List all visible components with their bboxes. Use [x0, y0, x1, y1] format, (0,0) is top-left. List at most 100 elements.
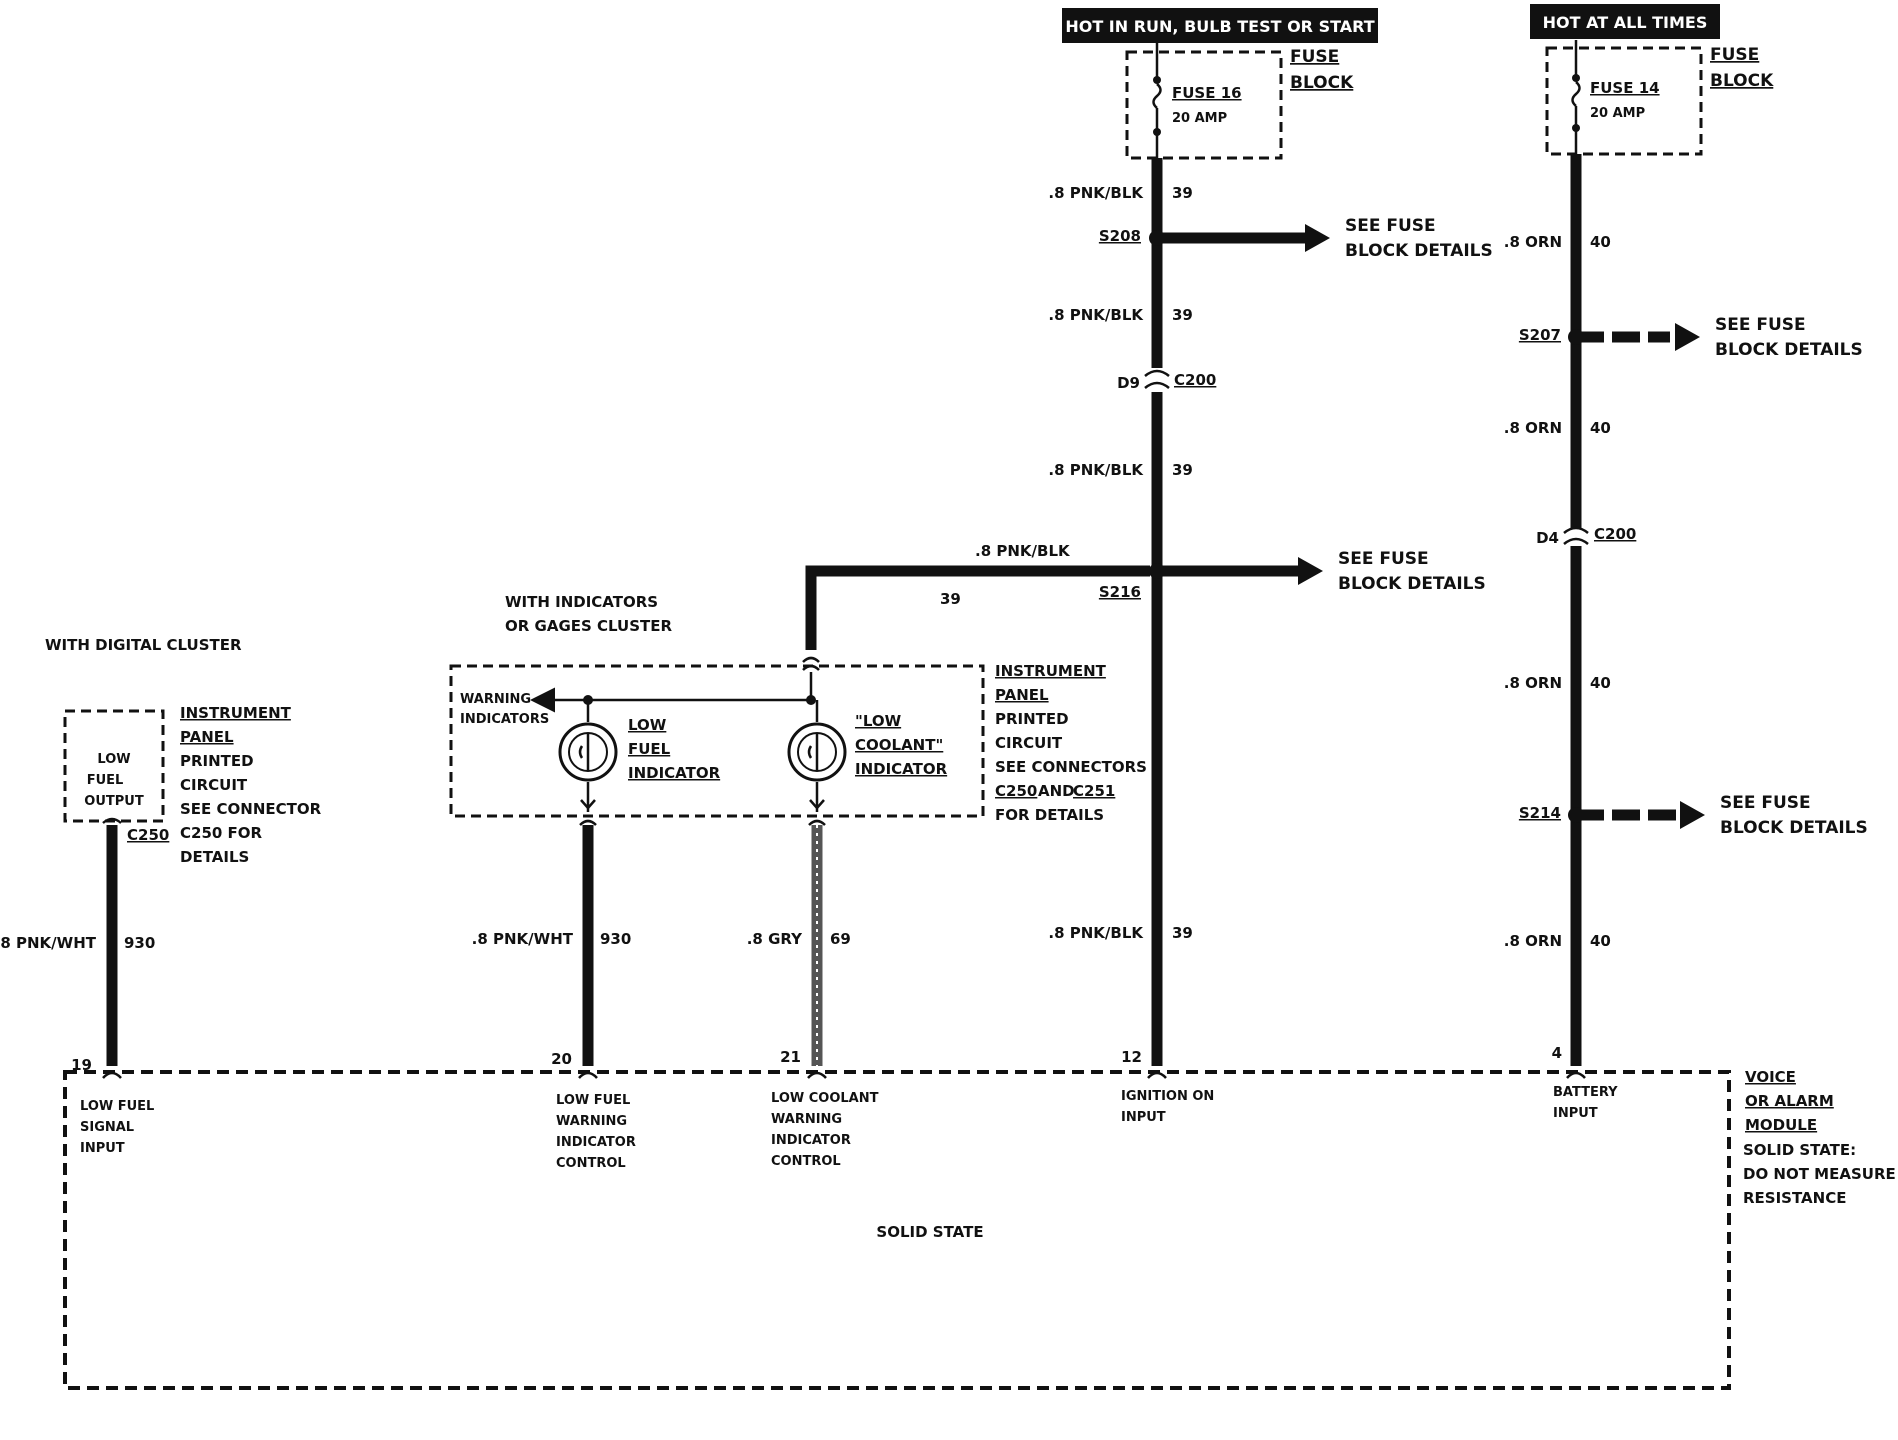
indicators-cluster-label-1: WITH INDICATORS	[505, 593, 658, 611]
svg-text:.8 GRY: .8 GRY	[747, 930, 803, 948]
svg-text:CIRCUIT: CIRCUIT	[180, 776, 248, 794]
svg-text:OUTPUT: OUTPUT	[84, 794, 144, 809]
svg-text:LOW: LOW	[628, 716, 667, 734]
ip-left-note: INSTRUMENT PANEL PRINTED CIRCUIT SEE CON…	[180, 704, 322, 866]
svg-text:40: 40	[1590, 419, 1611, 437]
svg-text:WARNING: WARNING	[460, 692, 531, 707]
svg-text:39: 39	[1172, 184, 1193, 202]
svg-text:OR ALARM: OR ALARM	[1745, 1092, 1834, 1110]
low-fuel-output-box: LOW FUEL OUTPUT	[63, 709, 165, 823]
digital-cluster-label: WITH DIGITAL CLUSTER	[45, 636, 242, 654]
svg-text:INDICATOR: INDICATOR	[556, 1135, 636, 1150]
svg-text:INDICATOR: INDICATOR	[628, 764, 721, 782]
svg-text:BLOCK DETAILS: BLOCK DETAILS	[1345, 241, 1493, 261]
svg-text:LOW: LOW	[97, 752, 130, 767]
pin-19: 19	[71, 1056, 92, 1074]
svg-text:.8 PNK/WHT: .8 PNK/WHT	[472, 930, 574, 948]
svg-text:HOT IN RUN, BULB TEST OR START: HOT IN RUN, BULB TEST OR START	[1065, 17, 1374, 36]
svg-text:BLOCK: BLOCK	[1290, 73, 1354, 93]
svg-text:39: 39	[1172, 306, 1193, 324]
banner-hot-run: HOT IN RUN, BULB TEST OR START	[1062, 8, 1378, 43]
svg-text:.8 PNK/BLK: .8 PNK/BLK	[1048, 461, 1144, 479]
svg-text:BLOCK DETAILS: BLOCK DETAILS	[1720, 818, 1868, 838]
pin-d9: D9	[1117, 374, 1140, 392]
splice-s216: S216	[1099, 583, 1141, 601]
svg-text:AND: AND	[1038, 782, 1075, 800]
svg-text:FOR DETAILS: FOR DETAILS	[995, 806, 1104, 824]
svg-text:"LOW: "LOW	[855, 712, 902, 730]
svg-text:.8 ORN: .8 ORN	[1504, 932, 1562, 950]
svg-text:RESISTANCE: RESISTANCE	[1743, 1189, 1846, 1207]
svg-text:FUEL: FUEL	[87, 773, 124, 788]
svg-text:INDICATOR: INDICATOR	[771, 1133, 851, 1148]
svg-text:HOT AT ALL TIMES: HOT AT ALL TIMES	[1543, 13, 1708, 32]
module-pin-labels: LOW FUEL SIGNAL INPUT LOW FUEL WARNING I…	[80, 1085, 1618, 1171]
svg-text:INPUT: INPUT	[80, 1141, 125, 1156]
svg-text:INPUT: INPUT	[1553, 1106, 1598, 1121]
svg-text:INDICATORS: INDICATORS	[460, 712, 549, 727]
pin-20: 20	[551, 1050, 572, 1068]
svg-text:PRINTED: PRINTED	[995, 710, 1069, 728]
svg-text:INSTRUMENT: INSTRUMENT	[180, 704, 292, 722]
fuse-14-block: FUSE 14 20 AMP FUSE BLOCK	[1545, 40, 1774, 156]
svg-text:CONTROL: CONTROL	[771, 1154, 841, 1169]
svg-text:SEE CONNECTOR: SEE CONNECTOR	[180, 800, 322, 818]
svg-text:COOLANT": COOLANT"	[855, 736, 943, 754]
fuse-16-block: FUSE 16 20 AMP FUSE BLOCK	[1125, 43, 1354, 160]
wire-circuit-39	[805, 158, 1330, 1066]
svg-text:39: 39	[1172, 924, 1193, 942]
pin-4: 4	[1552, 1044, 1562, 1062]
module-center-label: SOLID STATE	[876, 1223, 983, 1241]
svg-text:INSTRUMENT: INSTRUMENT	[995, 662, 1107, 680]
svg-text:930: 930	[600, 930, 631, 948]
svg-text:C250: C250	[995, 782, 1037, 800]
fuse-14-element-icon	[1571, 81, 1581, 107]
svg-text:SEE FUSE: SEE FUSE	[1715, 315, 1806, 335]
svg-text:39: 39	[940, 590, 961, 608]
svg-text:39: 39	[1172, 461, 1193, 479]
svg-text:PANEL: PANEL	[180, 728, 234, 746]
banner-hot-all-times: HOT AT ALL TIMES	[1530, 4, 1720, 39]
wire-69-coolant	[808, 819, 826, 1066]
pin-21: 21	[780, 1048, 801, 1066]
svg-text:LOW COOLANT: LOW COOLANT	[771, 1091, 879, 1106]
svg-text:SEE CONNECTORS: SEE CONNECTORS	[995, 758, 1147, 776]
svg-text:BLOCK DETAILS: BLOCK DETAILS	[1715, 340, 1863, 360]
c200-connector-d9	[1144, 369, 1170, 389]
module-title: VOICE OR ALARM MODULE SOLID STATE: DO NO…	[1743, 1068, 1896, 1207]
wire-circuit-40	[1568, 154, 1705, 1066]
svg-text:INPUT: INPUT	[1121, 1110, 1166, 1125]
svg-text:MODULE: MODULE	[1745, 1116, 1817, 1134]
svg-text:69: 69	[830, 930, 851, 948]
svg-text:FUSE: FUSE	[1290, 47, 1339, 67]
svg-text:IGNITION ON: IGNITION ON	[1121, 1089, 1214, 1104]
svg-text:CIRCUIT: CIRCUIT	[995, 734, 1063, 752]
svg-text:.8 ORN: .8 ORN	[1504, 674, 1562, 692]
svg-text:WARNING: WARNING	[556, 1114, 627, 1129]
svg-text:SEE FUSE: SEE FUSE	[1338, 549, 1429, 569]
svg-text:40: 40	[1590, 233, 1611, 251]
indicator-cluster-box: WARNING INDICATORS LOW FUEL INDICATOR "L…	[449, 656, 985, 818]
fuse-16-element-icon	[1152, 83, 1162, 109]
svg-text:PRINTED: PRINTED	[180, 752, 254, 770]
svg-text:DETAILS: DETAILS	[180, 848, 249, 866]
fuse-16-amp: 20 AMP	[1172, 111, 1227, 126]
svg-text:FUSE: FUSE	[1710, 45, 1759, 65]
svg-text:BATTERY: BATTERY	[1553, 1085, 1618, 1100]
voice-alarm-module	[63, 1070, 1731, 1390]
svg-text:40: 40	[1590, 932, 1611, 950]
svg-text:SOLID STATE:: SOLID STATE:	[1743, 1141, 1856, 1159]
indicators-cluster-label-2: OR GAGES CLUSTER	[505, 617, 673, 635]
svg-text:SIGNAL: SIGNAL	[80, 1120, 134, 1135]
ip-right-note: INSTRUMENT PANEL PRINTED CIRCUIT SEE CON…	[995, 662, 1147, 824]
svg-text:INDICATOR: INDICATOR	[855, 760, 948, 778]
svg-text:BLOCK DETAILS: BLOCK DETAILS	[1338, 574, 1486, 594]
svg-text:.8 PNK/BLK: .8 PNK/BLK	[975, 542, 1071, 560]
svg-text:.8 ORN: .8 ORN	[1504, 419, 1562, 437]
splice-s207: S207	[1519, 326, 1561, 344]
svg-text:C251: C251	[1073, 782, 1115, 800]
svg-text:WARNING: WARNING	[771, 1112, 842, 1127]
svg-text:.8 PNK/WHT: .8 PNK/WHT	[0, 934, 97, 952]
fuse-16-name: FUSE 16	[1172, 84, 1242, 102]
